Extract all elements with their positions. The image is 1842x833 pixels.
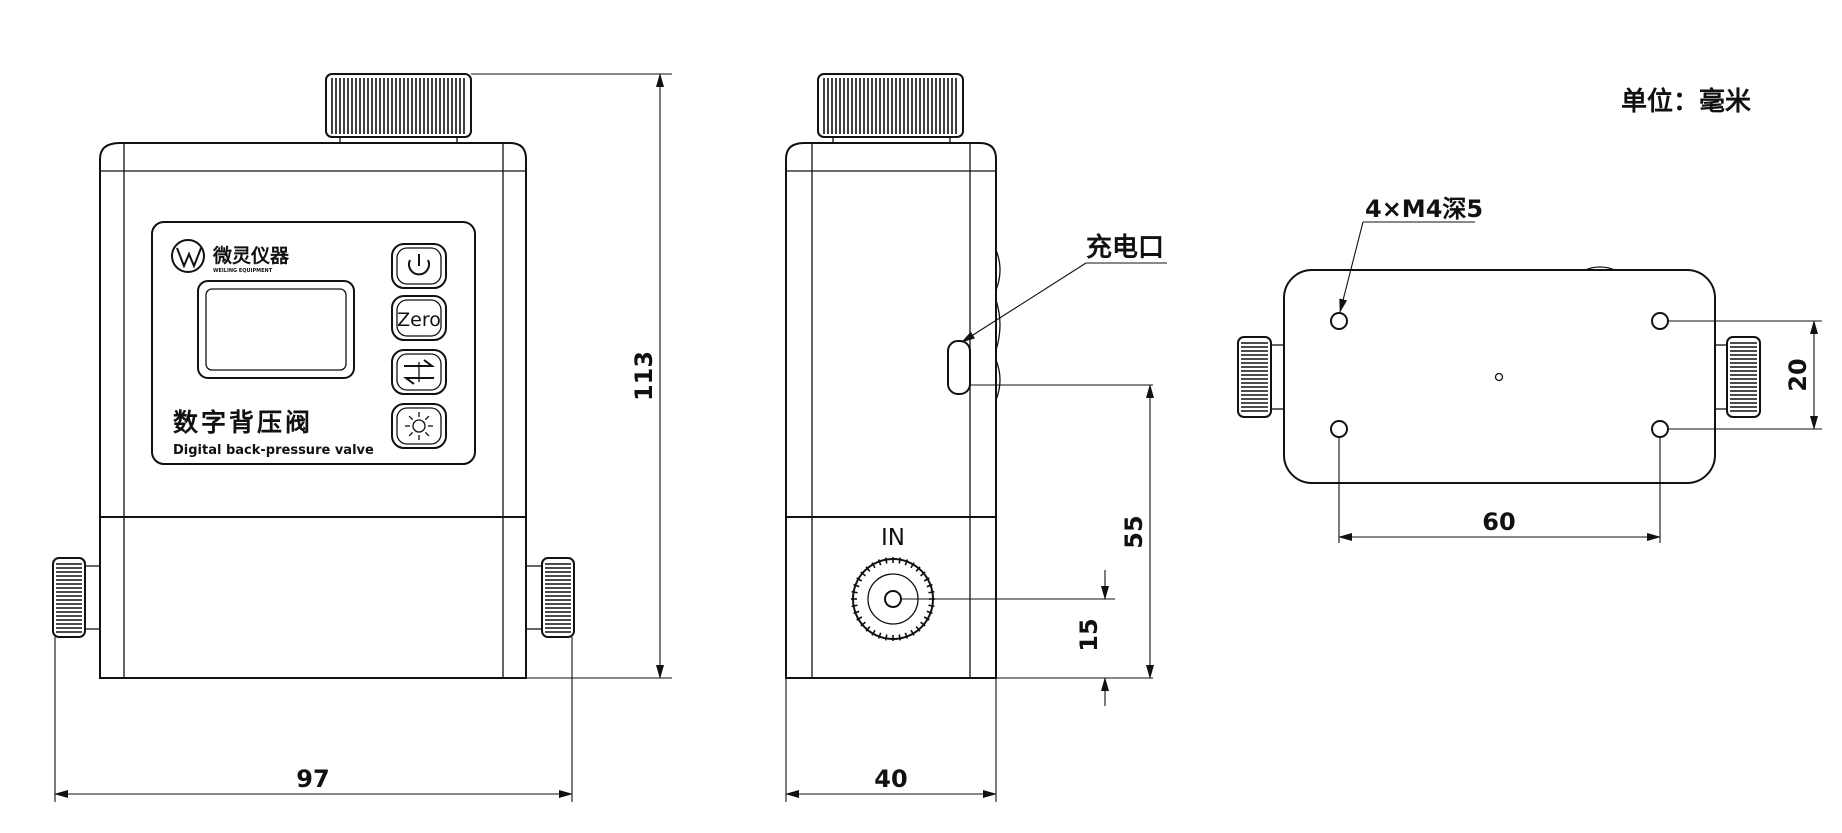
knurl-tooth bbox=[865, 626, 871, 632]
knurl-tooth bbox=[926, 583, 933, 588]
knurl-tooth bbox=[865, 566, 871, 572]
dimension-height-113: 113 bbox=[471, 73, 672, 679]
mount-hole-top-left bbox=[1330, 312, 1348, 330]
knurl-tooth bbox=[860, 571, 866, 577]
knurl-tooth bbox=[856, 616, 863, 621]
knurl-tooth bbox=[923, 616, 930, 621]
dimension-height-55: 55 bbox=[970, 384, 1154, 679]
bottom-body-outline bbox=[1283, 269, 1716, 484]
hole-callout: 4×M4深5 bbox=[1339, 195, 1483, 313]
dimension-15-label: 15 bbox=[1075, 618, 1103, 651]
dimension-20-label: 20 bbox=[1784, 358, 1812, 391]
side-view: 充电口 IN 55 15 40 bbox=[785, 73, 1167, 802]
knurl-tooth bbox=[871, 629, 876, 636]
knurl-tooth bbox=[856, 577, 863, 582]
dimension-40-label: 40 bbox=[874, 765, 907, 793]
knurl-tooth bbox=[915, 566, 921, 572]
sun-ray bbox=[408, 431, 414, 437]
mount-hole-bottom-left bbox=[1330, 420, 1348, 438]
dimension-55-label: 55 bbox=[1120, 515, 1148, 548]
knurl-tooth bbox=[928, 604, 935, 608]
sun-ray bbox=[424, 431, 430, 437]
knurl-tooth bbox=[915, 626, 921, 632]
lcd-display bbox=[197, 280, 355, 379]
zero-button[interactable]: Zero bbox=[391, 295, 447, 341]
dimension-97-label: 97 bbox=[296, 765, 329, 793]
knurl-tooth bbox=[904, 559, 909, 566]
mount-hole-top-right bbox=[1651, 312, 1669, 330]
dimension-width-40: 40 bbox=[785, 678, 997, 802]
logo-text: 微灵仪器 bbox=[212, 244, 290, 267]
top-knob-front bbox=[325, 73, 472, 144]
zero-button-label: Zero bbox=[397, 309, 441, 331]
knurl-tooth bbox=[853, 610, 860, 615]
charge-port bbox=[947, 340, 971, 395]
product-title-cn: 数字背压阀 bbox=[173, 408, 313, 437]
knurl-tooth bbox=[884, 634, 888, 641]
side-body-outline bbox=[785, 142, 997, 679]
dimension-60-label: 60 bbox=[1482, 508, 1515, 536]
dimension-spacing-60: 60 bbox=[1338, 437, 1661, 543]
knurl-tooth bbox=[898, 634, 902, 641]
sun-ray bbox=[424, 415, 430, 421]
knurl-pattern bbox=[331, 78, 465, 134]
front-panel bbox=[151, 221, 476, 465]
knurl-tooth bbox=[884, 557, 888, 564]
switch-arrows-icon bbox=[403, 359, 435, 385]
bottom-left-fitting bbox=[1237, 336, 1285, 418]
left-fitting bbox=[52, 557, 101, 638]
product-title-en: Digital back-pressure valve bbox=[173, 443, 374, 458]
power-button[interactable] bbox=[391, 243, 447, 289]
power-icon bbox=[408, 254, 430, 276]
dimension-width-97: 97 bbox=[54, 637, 573, 802]
knurl-tooth bbox=[851, 590, 858, 594]
mount-hole-bottom-right bbox=[1651, 420, 1669, 438]
unit-label: 单位：毫米 bbox=[1621, 86, 1751, 117]
knurl-tooth bbox=[860, 621, 866, 627]
knurl-tooth bbox=[904, 632, 909, 639]
knurl-tooth bbox=[851, 604, 858, 608]
bottom-right-fitting bbox=[1714, 336, 1761, 418]
knurl-tooth bbox=[898, 557, 902, 564]
logo-subtext: WEILING EQUIPMENT bbox=[213, 268, 273, 274]
bottom-view: 4×M4深5 60 20 bbox=[1237, 195, 1822, 543]
knurl-tooth bbox=[877, 559, 882, 566]
knurl-tooth bbox=[926, 610, 933, 615]
knurl-tooth bbox=[910, 629, 915, 636]
front-view: 微灵仪器 WEILING EQUIPMENT Zero bbox=[52, 73, 672, 802]
dimension-spacing-20: 20 bbox=[1668, 320, 1822, 430]
brightness-icon bbox=[405, 412, 433, 440]
hole-spec-label: 4×M4深5 bbox=[1365, 195, 1483, 223]
brightness-button[interactable] bbox=[391, 403, 447, 449]
in-port-label: IN bbox=[881, 525, 905, 551]
knurl-tooth bbox=[920, 621, 926, 627]
right-fitting bbox=[525, 557, 575, 638]
charge-port-label: 充电口 bbox=[1086, 232, 1164, 263]
charge-port-callout: 充电口 bbox=[961, 232, 1167, 343]
knurl-tooth bbox=[853, 583, 860, 588]
knurl-tooth bbox=[928, 590, 935, 594]
knurl-tooth bbox=[877, 632, 882, 639]
sun-ray bbox=[408, 415, 414, 421]
knurl-tooth bbox=[871, 562, 876, 569]
switch-button[interactable] bbox=[391, 349, 447, 395]
knurl-tooth bbox=[910, 562, 915, 569]
knurl-tooth bbox=[920, 571, 926, 577]
top-knob-side bbox=[817, 73, 964, 144]
dimension-113-label: 113 bbox=[630, 351, 658, 401]
knurl-tooth bbox=[923, 577, 930, 582]
dimension-height-15: 15 bbox=[900, 570, 1115, 706]
center-hole bbox=[1494, 372, 1504, 382]
brand-logo: 微灵仪器 WEILING EQUIPMENT bbox=[171, 239, 290, 274]
